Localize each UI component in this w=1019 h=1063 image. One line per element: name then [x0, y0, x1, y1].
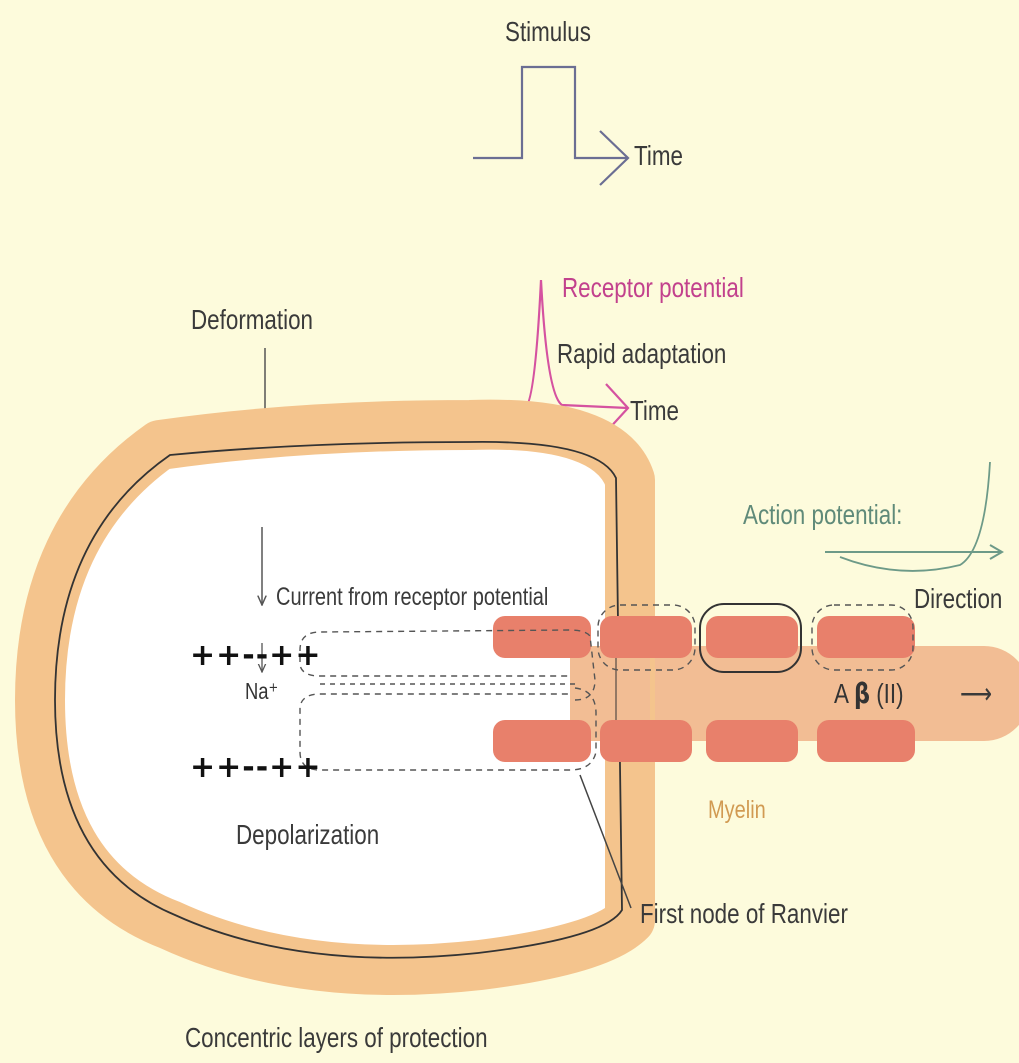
receptor-potential-label: Receptor potential: [562, 274, 744, 302]
fiber-prefix: A: [834, 678, 848, 709]
first-node-label: First node of Ranvier: [640, 900, 848, 928]
charges-bottom: ++--++: [190, 753, 321, 783]
stimulus-label: Stimulus: [505, 18, 591, 46]
time-label-mid: Time: [630, 397, 679, 425]
myelin-segment: [493, 616, 591, 658]
action-potential-label: Action potential:: [743, 501, 902, 529]
depolarization-label: Depolarization: [236, 821, 379, 849]
deformation-label: Deformation: [191, 306, 313, 334]
fiber-suffix: (II): [870, 678, 904, 709]
myelin-segment: [600, 720, 692, 762]
rapid-adaptation-label: Rapid adaptation: [557, 340, 726, 368]
sodium-ion-label: Na⁺: [245, 680, 278, 703]
concentric-layers-label: Concentric layers of protection: [185, 1024, 488, 1052]
charges-top: ++--++: [190, 641, 321, 671]
myelin-segment: [817, 720, 915, 762]
myelin-label: Myelin: [708, 798, 766, 823]
myelin-segment: [493, 720, 591, 762]
direction-label: Direction: [914, 585, 1002, 613]
stimulus-trace: [473, 67, 628, 185]
time-label-top: Time: [634, 142, 683, 170]
myelin-segment: [706, 616, 798, 658]
current-label: Current from receptor potential: [276, 585, 548, 610]
myelin-segment: [600, 616, 692, 658]
myelin-segment: [817, 616, 915, 658]
fiber-type-label: A β (II): [834, 680, 904, 708]
fiber-beta: β: [854, 677, 870, 710]
capsule: [40, 425, 650, 970]
fiber-direction-arrow: ⟶: [960, 680, 992, 708]
myelin-segment: [706, 720, 798, 762]
